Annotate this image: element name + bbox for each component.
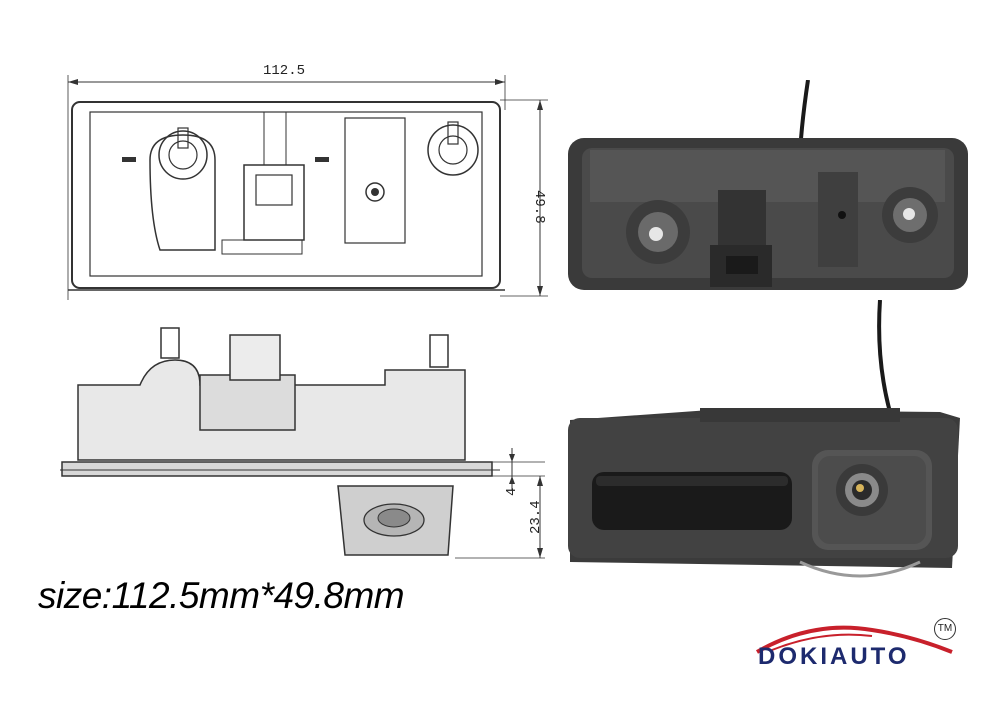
side-view-drawing (60, 327, 545, 559)
offset-dimension-label: 4 (504, 487, 520, 496)
trademark-symbol: TM (934, 618, 956, 640)
front-view-drawing (67, 75, 548, 300)
camera-front-photo (568, 300, 960, 578)
size-caption: size:112.5mm*49.8mm (38, 575, 405, 616)
brand-name: DOKIAUTO (758, 643, 910, 670)
depth-dimension-label: 23.4 (528, 500, 544, 534)
width-dimension-label: 112.5 (263, 63, 306, 79)
brand-logo (755, 625, 953, 654)
camera-back-photo (568, 80, 968, 290)
height-dimension-label: 49.8 (531, 190, 547, 224)
